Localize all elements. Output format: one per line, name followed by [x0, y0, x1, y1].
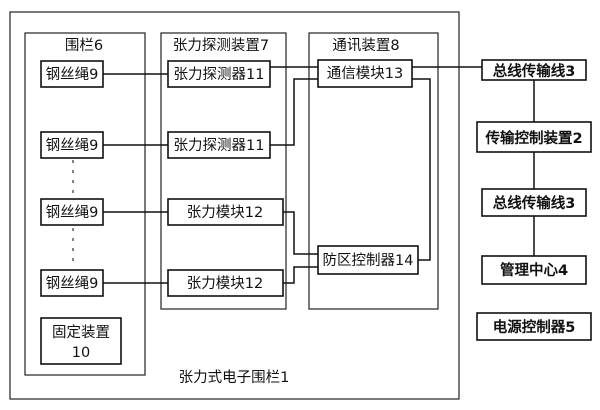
- bus-line-mid-label: 总线传输线3: [493, 194, 576, 212]
- tension-detector-label: 张力探测器11: [174, 66, 265, 83]
- bus-line-top-label: 总线传输线3: [493, 62, 576, 80]
- management-center-label: 管理中心4: [500, 261, 568, 279]
- outer-label: 张力式电子围栏1: [179, 369, 290, 386]
- tension-module-box: 张力模块12: [167, 269, 284, 297]
- fixing-device-box: 固定装置 10: [40, 317, 122, 365]
- transmission-control-label: 传输控制装置2: [484, 129, 582, 147]
- zone-controller-label: 防区控制器14: [323, 252, 414, 269]
- tension-module-box: 张力模块12: [167, 198, 284, 226]
- management-center-box: 管理中心4: [481, 255, 587, 285]
- tension-detector-box: 张力探测器11: [167, 60, 271, 88]
- fixing-device-number: 10: [72, 345, 90, 361]
- power-controller-label: 电源控制器5: [493, 318, 576, 336]
- bus-line-top-box: 总线传输线3: [481, 59, 587, 81]
- tension-group-label: 张力探测装置7: [173, 37, 269, 54]
- tension-detector-label: 张力探测器11: [174, 137, 265, 154]
- zone-controller-box: 防区控制器14: [317, 245, 419, 275]
- tension-module-label: 张力模块12: [187, 204, 263, 221]
- comm-module-box: 通信模块13: [317, 59, 413, 88]
- connectors: [103, 66, 535, 284]
- comm-group-frame: [308, 32, 439, 310]
- tension-module-label: 张力模块12: [187, 275, 263, 292]
- fixing-device-label: 固定装置: [52, 324, 110, 341]
- wire-label: 钢丝绳9: [46, 66, 99, 83]
- comm-module-label: 通信模块13: [327, 65, 403, 82]
- tension-group-frame: [160, 32, 287, 310]
- wire-label: 钢丝绳9: [46, 137, 99, 154]
- wire-label: 钢丝绳9: [46, 204, 99, 221]
- fence-group-label: 围栏6: [65, 37, 103, 54]
- wire-label: 钢丝绳9: [46, 275, 99, 292]
- electronic-fence-frame: [9, 11, 460, 400]
- transmission-control-box: 传输控制装置2: [476, 121, 592, 153]
- fence-group-frame: [24, 32, 146, 376]
- power-controller-box: 电源控制器5: [476, 312, 592, 341]
- wire-box: 钢丝绳9: [40, 269, 104, 297]
- tension-detector-box: 张力探测器11: [167, 131, 271, 159]
- bus-line-mid-box: 总线传输线3: [481, 188, 587, 217]
- comm-group-label: 通讯装置8: [332, 37, 399, 54]
- wire-box: 钢丝绳9: [40, 131, 104, 159]
- wire-box: 钢丝绳9: [40, 60, 104, 88]
- wire-box: 钢丝绳9: [40, 198, 104, 226]
